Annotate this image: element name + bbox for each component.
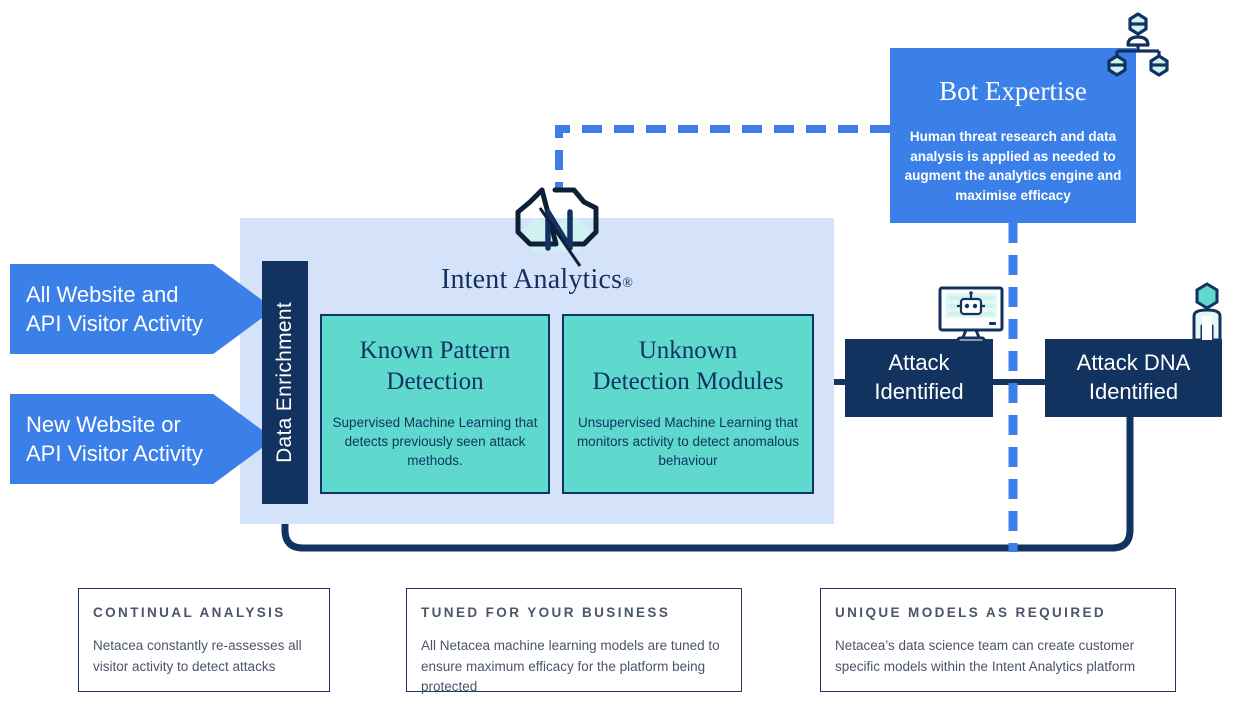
module-title-unknown-line1: Unknown bbox=[638, 337, 738, 364]
outcome-attackdna-line2: Identified bbox=[1088, 379, 1179, 404]
module-title-known-line2: Detection bbox=[386, 367, 484, 395]
info-card-body-tuned: All Netacea machine learning models are … bbox=[421, 638, 720, 695]
outcome-attack-line2: Identified bbox=[874, 379, 964, 404]
info-card-body-continual: Netacea constantly re-assesses all visit… bbox=[93, 638, 302, 674]
info-card-heading-tuned: TUNED FOR YOUR BUSINESS bbox=[421, 605, 671, 620]
registered-mark: ® bbox=[622, 276, 634, 291]
info-card-heading-unique: UNIQUE MODELS AS REQUIRED bbox=[835, 605, 1107, 620]
bot-expertise-title: Bot Expertise bbox=[939, 76, 1087, 106]
outcome-label-attack-dna-identified: Attack DNA Identified bbox=[1077, 349, 1191, 406]
data-enrichment-bar: Data Enrichment bbox=[262, 261, 308, 504]
input-arrow-all-label: All Website and API Visitor Activity bbox=[26, 280, 203, 338]
team-org-chart-icon bbox=[1100, 12, 1176, 80]
info-card-tuned-for-your-business[interactable]: TUNED FOR YOUR BUSINESS All Netacea mach… bbox=[406, 588, 742, 694]
input-arrow-new-label: New Website or API Visitor Activity bbox=[26, 410, 203, 468]
outcome-attack-line1: Attack bbox=[888, 350, 950, 376]
intent-analytics-title: Intent Analytics® bbox=[240, 264, 834, 296]
netacea-cloud-n-logo-icon bbox=[508, 182, 604, 268]
outcome-box-attack-identified[interactable]: Attack Identified bbox=[845, 339, 993, 417]
outcome-label-attack-identified: Attack Identified bbox=[874, 349, 963, 406]
info-card-heading-continual: CONTINUAL ANALYSIS bbox=[93, 605, 286, 620]
module-desc-known: Supervised Machine Learning that detects… bbox=[332, 415, 538, 469]
intent-analytics-title-text: Intent Analytics bbox=[440, 264, 623, 295]
robot-on-monitor-icon bbox=[936, 286, 1006, 344]
info-card-body-unique: Netacea’s data science team can create c… bbox=[835, 638, 1136, 674]
module-card-known-pattern-detection[interactable]: Known Pattern Detection Supervised Machi… bbox=[320, 314, 550, 494]
module-desc-unknown: Unsupervised Machine Learning that monit… bbox=[576, 415, 800, 469]
input-all-line1: All Website and bbox=[26, 281, 179, 307]
input-all-line2: API Visitor Activity bbox=[26, 311, 203, 336]
module-title-known: Known Pattern Detection bbox=[360, 336, 511, 397]
bot-expertise-description: Human threat research and data analysis … bbox=[904, 129, 1122, 203]
data-enrichment-label: Data Enrichment bbox=[273, 302, 296, 463]
input-new-line2: API Visitor Activity bbox=[26, 441, 203, 466]
person-icon bbox=[1186, 282, 1228, 344]
input-arrow-new-website-or-api-visitor-activity[interactable]: New Website or API Visitor Activity bbox=[10, 394, 274, 484]
module-title-unknown: Unknown Detection Modules bbox=[593, 336, 784, 397]
module-title-known-line1: Known Pattern bbox=[359, 337, 511, 364]
outcome-box-attack-dna-identified[interactable]: Attack DNA Identified bbox=[1045, 339, 1222, 417]
module-card-unknown-detection-modules[interactable]: Unknown Detection Modules Unsupervised M… bbox=[562, 314, 814, 494]
input-arrow-all-website-and-api-visitor-activity[interactable]: All Website and API Visitor Activity bbox=[10, 264, 274, 354]
module-title-unknown-line2: Detection Modules bbox=[592, 367, 784, 395]
bot-expertise-box[interactable]: Bot Expertise Human threat research and … bbox=[890, 48, 1136, 223]
info-card-unique-models-as-required[interactable]: UNIQUE MODELS AS REQUIRED Netacea’s data… bbox=[820, 588, 1176, 692]
input-new-line1: New Website or bbox=[26, 411, 181, 437]
outcome-attackdna-line1: Attack DNA bbox=[1076, 350, 1191, 376]
info-card-continual-analysis[interactable]: CONTINUAL ANALYSIS Netacea constantly re… bbox=[78, 588, 330, 692]
bot-expertise-dashed-to-logo bbox=[555, 125, 890, 192]
